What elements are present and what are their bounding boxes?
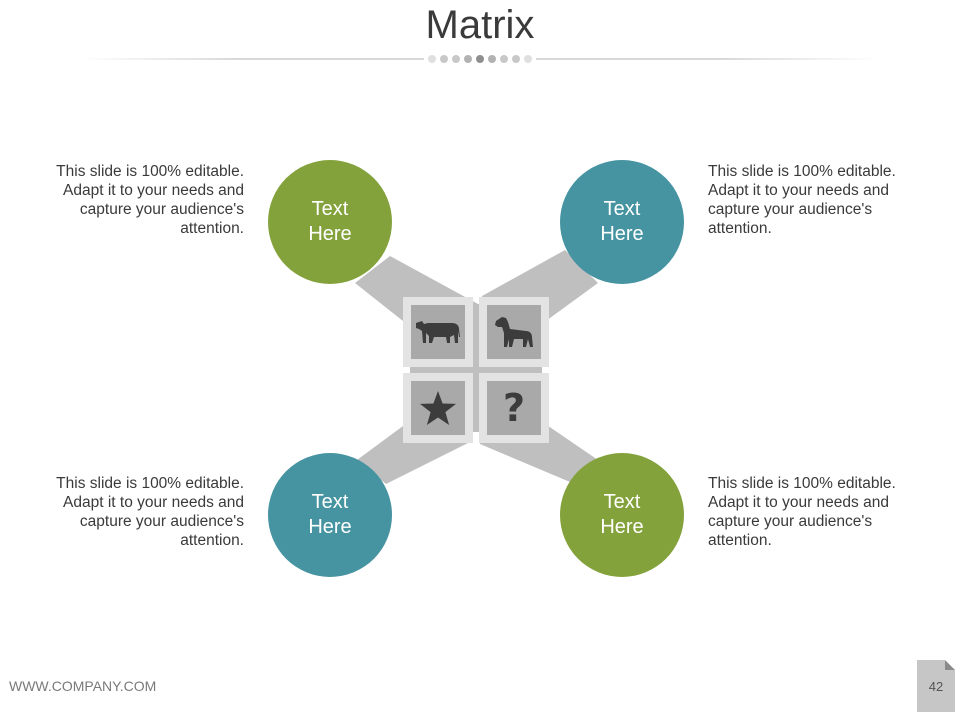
node-bottom-right: Text Here [560, 453, 684, 577]
tile-question: ? [479, 373, 549, 443]
page-fold [945, 660, 955, 670]
description-bottom-left: This slide is 100% editable. Adapt it to… [56, 475, 244, 549]
node-label: Text Here [308, 491, 352, 538]
description-top-left: This slide is 100% editable. Adapt it to… [56, 163, 244, 237]
page-number-badge: 42 [917, 660, 955, 712]
question-mark-icon: ? [502, 386, 526, 430]
dog-icon [495, 317, 533, 347]
node-label: Text Here [308, 198, 352, 245]
description-top-right: This slide is 100% editable. Adapt it to… [708, 163, 896, 237]
description-bottom-right: This slide is 100% editable. Adapt it to… [708, 475, 896, 549]
tile-star [403, 373, 473, 443]
company-url: WWW.COMPANY.COM [9, 678, 157, 694]
node-bottom-left: Text Here [268, 453, 392, 577]
page-number: 42 [928, 678, 944, 694]
node-top-left: Text Here [268, 160, 392, 284]
star-icon [420, 391, 456, 425]
node-label: Text Here [600, 198, 644, 245]
node-label: Text Here [600, 491, 644, 538]
slide-title: Matrix [425, 3, 535, 47]
cow-icon [416, 321, 460, 343]
node-top-right: Text Here [560, 160, 684, 284]
tile-dog [479, 297, 549, 367]
tile-cow [403, 297, 473, 367]
title-dot-ornament [424, 54, 536, 64]
